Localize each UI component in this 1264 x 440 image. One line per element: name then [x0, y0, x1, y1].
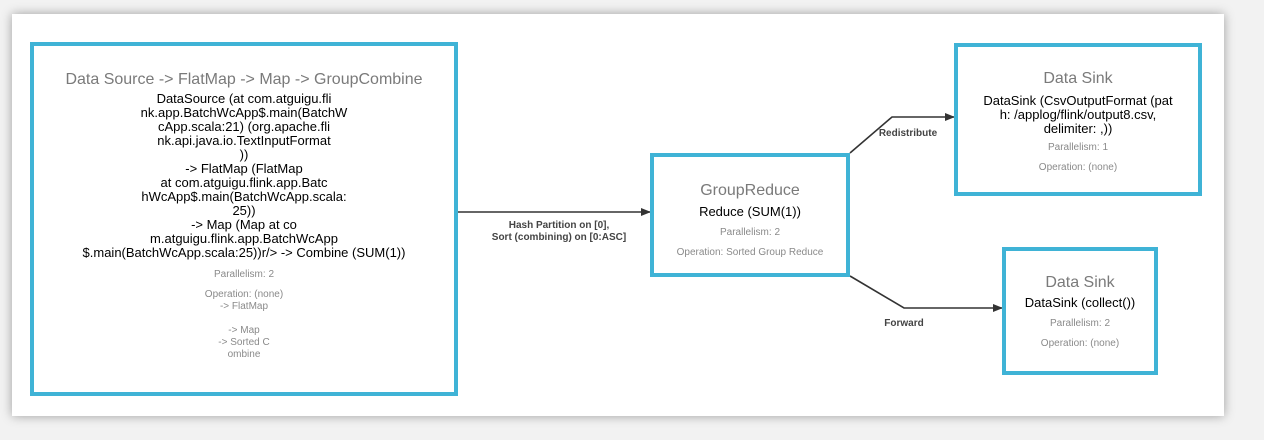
node-title: Data Source -> FlatMap -> Map -> GroupCo… — [65, 71, 423, 88]
node-operation: Operation: (none) — [1040, 338, 1120, 349]
node-body: Reduce (SUM(1)) — [699, 204, 801, 219]
node-parallelism: Parallelism: 1 — [1047, 142, 1109, 153]
edge-label-hash-partition: Hash Partition on [0], Sort (combining) … — [491, 220, 627, 243]
node-operation: Operation: Sorted Group Reduce — [676, 247, 824, 258]
edge-layer — [458, 113, 1003, 312]
node-title: Data Sink — [1045, 274, 1115, 291]
node-data-sink-csv[interactable]: Data Sink DataSink (CsvOutputFormat (pat… — [954, 43, 1202, 196]
plan-canvas: Hash Partition on [0], Sort (combining) … — [12, 14, 1224, 416]
node-body: DataSource (at com.atguigu.fli nk.app.Ba… — [82, 91, 406, 260]
edge-forward — [849, 275, 1003, 312]
node-operation: Operation: (none) -> FlatMap -> Map -> S… — [204, 289, 284, 360]
node-data-source[interactable]: Data Source -> FlatMap -> Map -> GroupCo… — [30, 42, 458, 396]
node-body: DataSink (CsvOutputFormat (pat h: /applo… — [983, 93, 1173, 136]
node-title: Data Sink — [1043, 70, 1113, 87]
node-operation: Operation: (none) — [1038, 162, 1118, 173]
node-body: DataSink (collect()) — [1024, 295, 1136, 310]
node-parallelism: Parallelism: 2 — [719, 227, 781, 238]
node-parallelism: Parallelism: 2 — [213, 269, 275, 280]
node-group-reduce[interactable]: GroupReduce Reduce (SUM(1)) Parallelism:… — [650, 153, 850, 277]
edge-label-forward: Forward — [884, 318, 924, 329]
node-title: GroupReduce — [700, 182, 800, 199]
node-parallelism: Parallelism: 2 — [1049, 318, 1111, 329]
node-data-sink-collect[interactable]: Data Sink DataSink (collect()) Paralleli… — [1002, 247, 1158, 375]
edge-redistribute — [849, 113, 955, 154]
edge-label-redistribute: Redistribute — [878, 128, 938, 139]
